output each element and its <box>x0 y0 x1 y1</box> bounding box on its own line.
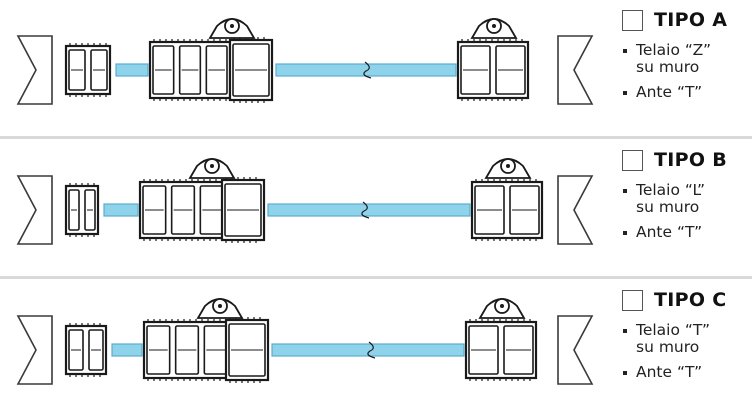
handle-right-pin <box>500 304 504 308</box>
glass-pane-left <box>115 63 149 77</box>
frame-profile-left-chamber <box>68 49 86 91</box>
handle-pin <box>218 304 222 308</box>
sash-profile-right-chamber <box>495 45 526 95</box>
sash-profile-left-chamber <box>146 325 171 375</box>
select-checkbox-tipo-a[interactable] <box>622 9 643 31</box>
section-drawing-b <box>16 158 594 245</box>
wall-left <box>16 315 53 385</box>
wall-right <box>557 175 594 245</box>
legend-tipo-b: TIPO B Telaio “L” su muro Ante “T” <box>622 146 750 241</box>
frame-profile-left-chamber <box>84 189 96 231</box>
select-checkbox-tipo-b[interactable] <box>622 149 643 171</box>
bullet-icon <box>623 49 627 53</box>
legend-tipo-a: TIPO A Telaio “Z” su muro Ante “T” <box>622 6 750 101</box>
glass-panes <box>103 201 471 219</box>
glass-pane-main <box>271 343 465 357</box>
spec-frame: Telaio “T” su muro <box>622 322 750 356</box>
sash-profile-right-chamber <box>468 325 499 375</box>
handle-pin <box>210 164 214 168</box>
wall-right-shape <box>557 35 594 105</box>
spec-frame-line2: su muro <box>636 198 700 216</box>
bullet-icon <box>623 231 627 235</box>
wall-right-shape <box>557 315 594 385</box>
frame-profile-left-chamber <box>68 189 80 231</box>
sash-profile-middle-chamber <box>224 183 262 237</box>
sash-profile-middle-chamber <box>228 323 266 377</box>
bullet-icon <box>623 91 627 95</box>
handle-right-pin <box>506 164 510 168</box>
sash-profile-left-chamber <box>152 45 175 95</box>
glass-pane-left <box>103 203 139 217</box>
wall-right <box>557 315 594 385</box>
type-title: TIPO B <box>654 149 728 171</box>
spec-sash: Ante “T” <box>622 224 750 241</box>
type-title: TIPO A <box>654 9 728 31</box>
glass-pane-main-break-mark <box>367 341 376 359</box>
window-profiles <box>64 18 530 103</box>
wall-right-shape <box>557 175 594 245</box>
glass-pane-main <box>267 203 471 217</box>
bullet-icon <box>623 371 627 375</box>
spec-frame-line2: su muro <box>636 58 700 76</box>
type-title: TIPO C <box>654 289 727 311</box>
frame-profile-left <box>64 184 100 236</box>
wall-left <box>16 175 53 245</box>
option-tipo-b: TIPO B Telaio “L” su muro Ante “T” <box>0 140 752 274</box>
spec-sash: Ante “T” <box>622 84 750 101</box>
window-profiles <box>64 158 544 243</box>
frame-profile-left-chamber <box>68 329 84 371</box>
window-profiles <box>64 298 538 383</box>
wall-right <box>557 35 594 105</box>
spec-frame-line1: Telaio “L” <box>636 181 706 199</box>
spec-frame-line2: su muro <box>636 338 700 356</box>
spec-frame: Telaio “L” su muro <box>622 182 750 216</box>
frame-profile-left-chamber <box>88 329 104 371</box>
section-drawing-c <box>16 298 594 385</box>
bullet-icon <box>623 329 627 333</box>
spec-sash: Ante “T” <box>622 364 750 381</box>
wall-left <box>16 35 53 105</box>
handle-right-pin <box>492 24 496 28</box>
glass-panes <box>111 341 465 359</box>
sash-profile-right-chamber <box>509 185 540 235</box>
sash-profile-left-chamber <box>205 45 228 95</box>
spec-sash-text: Ante “T” <box>636 363 703 381</box>
select-checkbox-tipo-c[interactable] <box>622 289 643 311</box>
spec-frame: Telaio “Z” su muro <box>622 42 750 76</box>
sash-profile-right-chamber <box>503 325 534 375</box>
bullet-icon <box>623 189 627 193</box>
glass-pane-main <box>275 63 457 77</box>
spec-frame-line1: Telaio “Z” <box>636 41 712 59</box>
sash-profile-left-chamber <box>142 185 167 235</box>
glass-pane-main-break-mark <box>361 201 370 219</box>
sash-profile-left-chamber <box>170 185 196 235</box>
glass-pane-main-break-mark <box>363 61 372 79</box>
handle-pin <box>230 24 234 28</box>
section-drawing-a <box>16 18 594 105</box>
glass-panes <box>115 61 457 79</box>
frame-profile-left-chamber <box>90 49 108 91</box>
spec-sash-text: Ante “T” <box>636 223 703 241</box>
sash-profile-left-chamber <box>178 45 202 95</box>
sash-profile-right-chamber <box>474 185 505 235</box>
wall-left-shape <box>16 35 53 105</box>
legend-tipo-c: TIPO C Telaio “T” su muro Ante “T” <box>622 286 750 381</box>
glass-pane-left <box>111 343 143 357</box>
option-tipo-c: TIPO C Telaio “T” su muro Ante “T” <box>0 280 752 414</box>
row-separator <box>0 136 752 139</box>
sash-profile-right-chamber <box>460 45 491 95</box>
sash-profile-middle-chamber <box>232 43 270 97</box>
row-separator <box>0 276 752 279</box>
option-tipo-a: TIPO A Telaio “Z” su muro Ante “T” <box>0 0 752 134</box>
wall-left-shape <box>16 315 53 385</box>
wall-left-shape <box>16 175 53 245</box>
spec-frame-line1: Telaio “T” <box>636 321 711 339</box>
sash-profile-left-chamber <box>174 325 200 375</box>
spec-sash-text: Ante “T” <box>636 83 703 101</box>
